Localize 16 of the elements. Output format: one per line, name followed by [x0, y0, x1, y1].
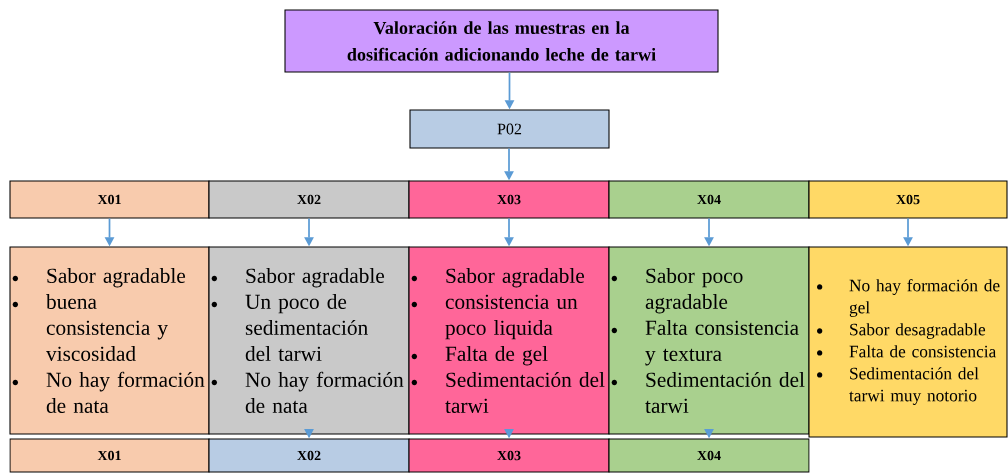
header-cell: X04 — [608, 438, 810, 473]
header-cell: X03 — [408, 438, 610, 473]
bullet-list-box: Sabor poco agradable Falta consistencia y textura Sedimentación del tarwi — [608, 246, 810, 435]
header-cell: X02 — [208, 438, 410, 473]
header-cell: X01 — [9, 180, 210, 219]
bullet-list-box: Sabor agradable consistencia un poco liquida Falta de gel Sedimentación del tarwi — [408, 246, 610, 435]
process-box: P02 — [409, 109, 610, 149]
header-cell: X03 — [408, 180, 610, 219]
header-cell: X05 — [808, 180, 1008, 219]
header-cell: X02 — [208, 180, 410, 219]
header-cell: X04 — [608, 180, 810, 219]
title-box: Valoración de las muestras en la dosificación adicionando leche de tarwi — [284, 9, 719, 73]
bullet-list-box: Sabor agradable buena consistencia y viscosidad No hay formación de nata — [9, 246, 210, 435]
bullet-list-box: No hay formación de gel Sabor desagradable Falta de consistencia Sedimentación del tarwi muy notorio — [808, 246, 1008, 438]
bullet-list-box: Sabor agradable Un poco de sedimentación del tarwi No hay formación de nata — [208, 246, 410, 435]
header-cell: X01 — [9, 438, 210, 473]
